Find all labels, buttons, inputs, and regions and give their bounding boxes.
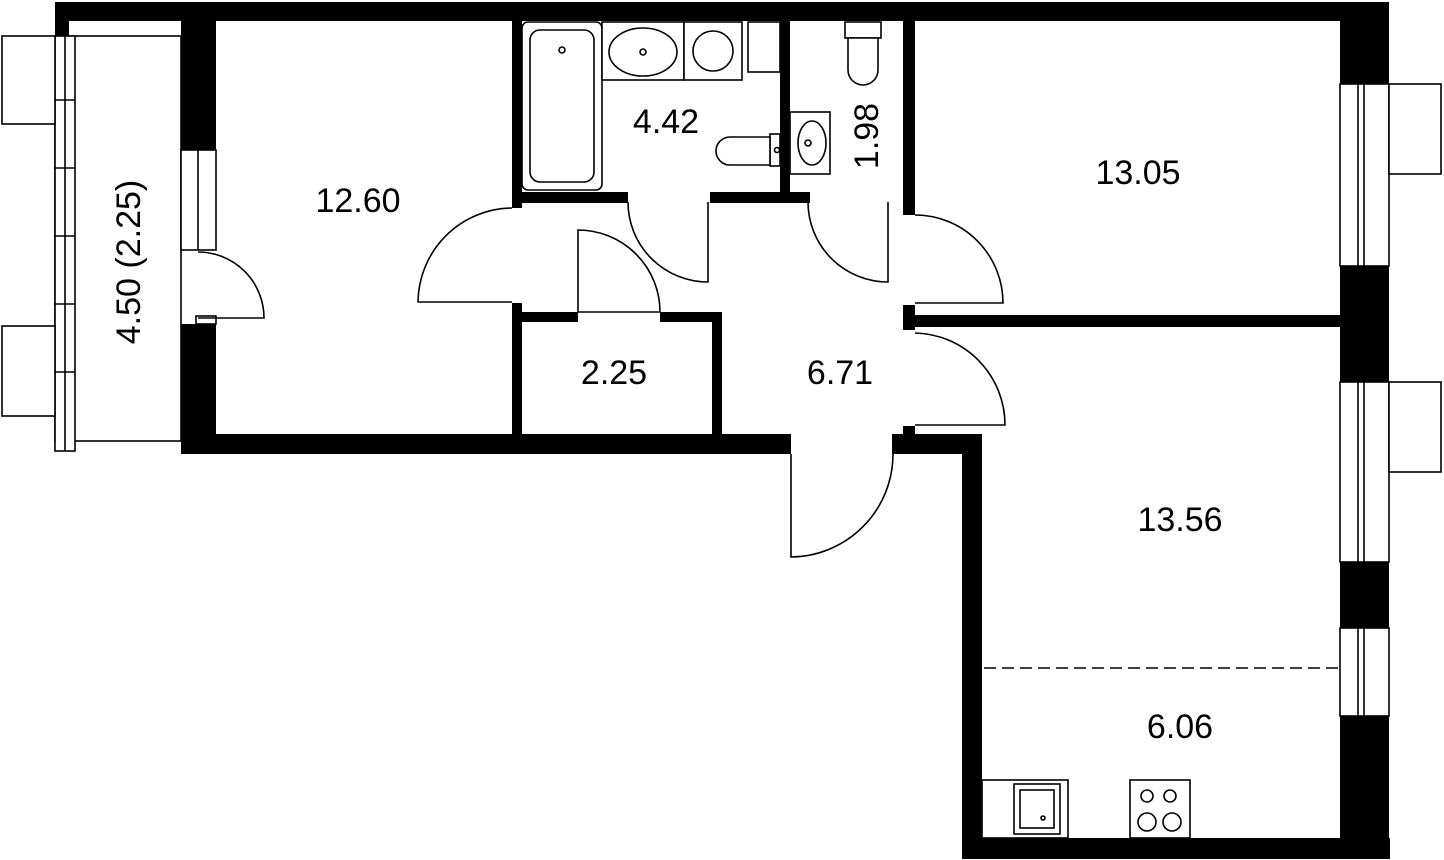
right-windows: [1339, 83, 1442, 717]
burner: [1162, 812, 1182, 832]
wall-right-2: [1340, 266, 1389, 382]
room-right-top-door: [914, 214, 1004, 304]
bathtub-inner: [529, 29, 595, 183]
room-label-kitchen: 6.06: [1147, 708, 1213, 746]
wall-bottom-mid: [892, 434, 982, 454]
window-balcony-2: [1388, 381, 1442, 473]
closet-top-b: [660, 312, 722, 322]
burner: [1140, 789, 1154, 803]
toilet-bowl: [715, 136, 771, 166]
wc-toilet-tank: [844, 21, 882, 39]
entry-door: [790, 453, 894, 558]
balcony-rail-bottom: [1, 325, 56, 417]
bath-cabinet: [747, 21, 781, 73]
wall-bottom-left: [181, 434, 791, 454]
wc-sink-bowl: [797, 120, 827, 166]
room-label-room-right-top: 13.05: [1095, 154, 1180, 192]
room-label-living: 13.56: [1137, 501, 1222, 539]
balcony-door-swing: [197, 251, 265, 319]
room-label-closet: 2.25: [581, 354, 647, 392]
balcony-rail-top: [1, 35, 56, 125]
bathroom-fixtures: [521, 21, 781, 191]
wall-inner-vertical: [962, 434, 982, 859]
sink-drain: [639, 48, 647, 56]
wall-right-1: [1340, 2, 1389, 84]
room-label-hall: 6.71: [807, 354, 873, 392]
bathroom-door: [627, 201, 709, 283]
kitchen-fixtures: [981, 667, 1340, 839]
bedroom-hall-wall: [512, 303, 522, 438]
wall-top: [55, 2, 1389, 21]
exterior-walls: [55, 2, 1390, 859]
hall-right-jamb: [903, 305, 915, 330]
room-labels: 4.50 (2.25) 12.60 4.42 1.98 13.05 2.25 6…: [110, 103, 1223, 746]
living-door: [914, 332, 1006, 426]
wall-bottom-right: [962, 838, 1390, 859]
wall-right-4: [1340, 716, 1389, 859]
room-label-balcony: 4.50 (2.25): [110, 180, 148, 344]
bath-wall-left: [512, 20, 522, 208]
balcony-left-end: [55, 2, 69, 36]
balcony: [1, 35, 265, 452]
bedroom-door: [417, 207, 513, 303]
wall-left-upper: [181, 20, 216, 150]
doors: [417, 201, 1006, 558]
burner: [1137, 812, 1157, 832]
wall-right-3: [1340, 562, 1389, 628]
bath-wc-divider: [780, 20, 790, 202]
rooms-divider: [905, 315, 1341, 327]
kitchen-sink-bowl: [1019, 789, 1055, 829]
room-label-bathroom: 4.42: [633, 103, 699, 141]
room-label-wc: 1.98: [848, 103, 886, 169]
burner: [1163, 789, 1177, 803]
bathtub-drain: [558, 46, 566, 54]
wc-fixtures: [789, 21, 882, 175]
stove: [1129, 779, 1191, 839]
window-balcony-1: [1388, 83, 1442, 175]
toilet-button: [773, 146, 781, 154]
closet-top-a: [512, 312, 578, 322]
room-label-bedroom: 12.60: [315, 182, 400, 220]
wc-toilet-bowl: [847, 37, 879, 86]
washing-machine-drum: [692, 30, 734, 72]
closet-door: [577, 229, 661, 313]
closet-right: [712, 312, 722, 437]
wc-wall-right: [903, 20, 915, 215]
bath-wall-bottom-a: [512, 192, 628, 203]
wall-left-lower: [181, 324, 216, 452]
kitchen-sink-drain: [1040, 815, 1046, 821]
wc-door: [807, 201, 889, 283]
interior-walls: [512, 20, 1341, 438]
wc-sink-drain: [804, 139, 812, 147]
bath-wall-bottom-b: [710, 192, 810, 203]
balcony-door-jamb: [195, 315, 217, 325]
hall-right-lower: [903, 426, 915, 438]
